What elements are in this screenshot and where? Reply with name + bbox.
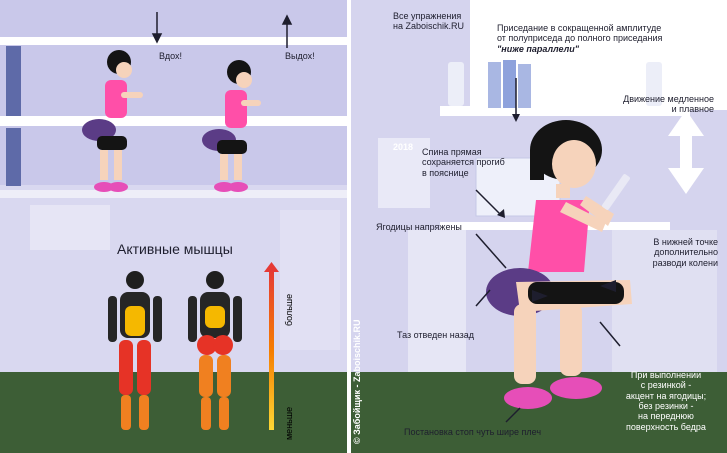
scale-less-label: меньше bbox=[284, 406, 294, 440]
knees-apart-note: В нижней точке дополнительно разводи кол… bbox=[652, 237, 718, 268]
binder-2 bbox=[503, 60, 516, 108]
calendar bbox=[378, 138, 430, 208]
squat-description: Приседание в сокращенной амплитуде от по… bbox=[497, 23, 663, 54]
main-figure bbox=[486, 120, 632, 409]
muscles-title: Активные мышцы bbox=[117, 241, 233, 257]
intensity-scale-arrow bbox=[264, 262, 279, 272]
pelvis-back-note: Таз отведен назад bbox=[397, 330, 475, 340]
drawer-cabinet bbox=[408, 230, 466, 372]
arrow-up-icon bbox=[281, 14, 293, 48]
left-floor bbox=[0, 372, 350, 453]
pointer-arrows bbox=[475, 78, 621, 423]
binder-1 bbox=[488, 62, 501, 108]
arrow-down-icon bbox=[151, 12, 163, 44]
left-shelf-mid bbox=[0, 116, 350, 126]
left-furniture bbox=[30, 205, 110, 250]
speaker-right bbox=[646, 62, 662, 106]
speaker-left bbox=[448, 62, 464, 106]
left-furniture-2 bbox=[280, 210, 340, 350]
exhale-label: Выдох! bbox=[285, 51, 315, 61]
muscle-figure-front bbox=[108, 271, 162, 430]
back-straight-note: Спина прямая сохраняется прогиб в поясни… bbox=[422, 147, 505, 178]
all-exercises-note: Все упражнения на Zaboischik.RU bbox=[393, 11, 464, 32]
left-window-frame bbox=[6, 46, 21, 116]
right-floor bbox=[350, 372, 727, 453]
left-window-frame-low bbox=[6, 128, 21, 186]
watermark: © Забойщик - Zaboischik.RU bbox=[352, 319, 362, 444]
knee-arrows bbox=[532, 280, 616, 302]
pointer-arrowheads bbox=[497, 114, 520, 218]
calendar-year: 2018 bbox=[393, 142, 414, 152]
scale-more-label: больше bbox=[284, 293, 294, 326]
binder-3 bbox=[518, 64, 531, 108]
resistance-band-note: При выполнении с резинкой - акцент на яг… bbox=[625, 370, 707, 432]
figure-inhale bbox=[82, 50, 143, 192]
left-shelf-top bbox=[0, 37, 350, 45]
slow-motion-note: Движение медленное и плавное bbox=[623, 94, 714, 115]
left-shelf-low bbox=[0, 190, 350, 198]
inhale-label: Вдох! bbox=[159, 51, 183, 61]
figure-exhale bbox=[202, 60, 261, 192]
double-arrow-icon bbox=[668, 110, 704, 194]
muscle-figure-back bbox=[188, 271, 242, 430]
feet-position-note: Постановка стоп чуть шире плеч bbox=[404, 427, 542, 437]
panel-divider bbox=[347, 0, 351, 453]
intensity-scale-bar bbox=[269, 270, 274, 430]
right-shelf bbox=[440, 106, 690, 116]
glutes-tense-note: Ягодицы напряжены bbox=[376, 222, 462, 232]
